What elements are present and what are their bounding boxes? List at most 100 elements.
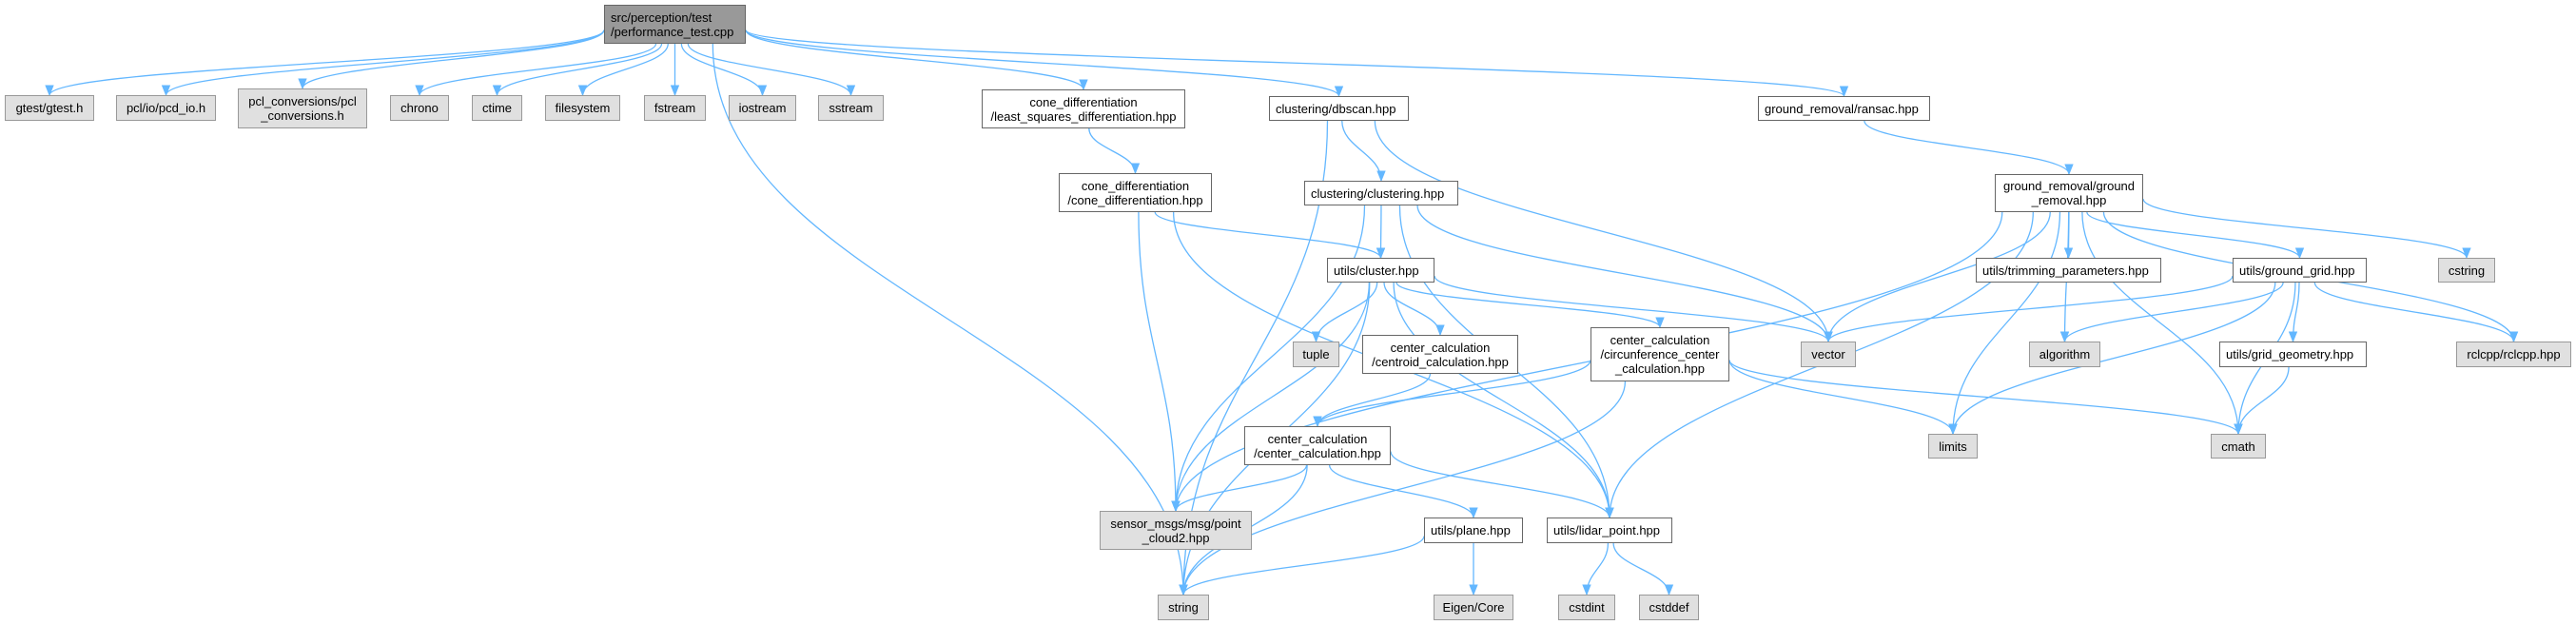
edge-clustering-to-sensor xyxy=(1171,205,1366,513)
node-label: sensor_msgs/msg/point _cloud2.hpp xyxy=(1110,516,1241,545)
edge-main-to-pcdio xyxy=(161,29,605,97)
edge-main-to-lsq xyxy=(745,29,1088,91)
node-pclconv[interactable]: pcl_conversions/pcl _conversions.h xyxy=(238,88,367,128)
node-cstring[interactable]: cstring xyxy=(2438,258,2495,283)
node-centroid[interactable]: center_calculation /centroid_calculation… xyxy=(1362,335,1518,374)
node-ctime[interactable]: ctime xyxy=(472,95,522,121)
node-label: cone_differentiation /least_squares_diff… xyxy=(990,94,1177,124)
edge-groundgrid-to-algorithm xyxy=(2059,282,2284,343)
edge-cluster-to-centroid xyxy=(1383,282,1445,337)
node-label: center_calculation /centroid_calculation… xyxy=(1372,340,1509,369)
edge-clustering-to-vector xyxy=(1416,205,1833,343)
node-pcdio[interactable]: pcl/io/pcd_io.h xyxy=(116,95,216,121)
edge-centercalc-to-plane xyxy=(1328,464,1478,519)
node-label: clustering/dbscan.hpp xyxy=(1276,101,1396,116)
node-label: utils/cluster.hpp xyxy=(1334,263,1419,278)
node-dbscan[interactable]: clustering/dbscan.hpp xyxy=(1269,96,1409,121)
edge-lidar-to-cstdint xyxy=(1582,542,1610,596)
node-label: pcl_conversions/pcl _conversions.h xyxy=(248,94,357,123)
edge-groundgrid-to-limits xyxy=(1948,282,2276,436)
edge-cluster-to-vector xyxy=(1434,275,1833,343)
edge-groundgrid-to-vector xyxy=(1824,275,2234,343)
node-fstream[interactable]: fstream xyxy=(644,95,706,121)
edge-dbscan-to-vector xyxy=(1374,120,1833,343)
node-main[interactable]: src/perception/test /performance_test.cp… xyxy=(604,5,746,44)
node-label: chrono xyxy=(400,101,439,115)
node-label: cone_differentiation /cone_differentiati… xyxy=(1067,178,1203,207)
node-label: sstream xyxy=(829,101,873,115)
node-gridgeom[interactable]: utils/grid_geometry.hpp xyxy=(2219,342,2367,367)
node-label: vector xyxy=(1811,347,1845,361)
node-label: utils/trimming_parameters.hpp xyxy=(1982,263,2149,278)
node-eigen[interactable]: Eigen/Core xyxy=(1434,595,1513,620)
node-string[interactable]: string xyxy=(1158,595,1209,620)
edge-main-to-filesystem xyxy=(577,43,669,97)
node-conediff[interactable]: cone_differentiation /cone_differentiati… xyxy=(1059,173,1212,212)
node-iostream[interactable]: iostream xyxy=(729,95,796,121)
edge-groundrem-to-sensor xyxy=(1171,211,2003,513)
edge-groundrem-to-limits xyxy=(1948,211,2061,436)
node-clustering[interactable]: clustering/clustering.hpp xyxy=(1304,181,1458,205)
node-label: filesystem xyxy=(555,101,611,115)
edge-centercalc-to-lidar xyxy=(1390,451,1614,519)
edge-main-to-sstream xyxy=(687,43,856,97)
node-label: utils/grid_geometry.hpp xyxy=(2226,347,2354,361)
node-cmath[interactable]: cmath xyxy=(2211,434,2266,459)
node-algorithm[interactable]: algorithm xyxy=(2029,342,2100,367)
node-gtest[interactable]: gtest/gtest.h xyxy=(5,95,94,121)
edge-cluster-to-circum xyxy=(1395,282,1665,329)
edge-gridgeom-to-cmath xyxy=(2234,366,2290,436)
edge-cluster-to-sensor xyxy=(1171,282,1370,513)
edge-main-to-pclconv xyxy=(298,29,605,90)
node-label: utils/plane.hpp xyxy=(1431,523,1511,537)
node-filesystem[interactable]: filesystem xyxy=(545,95,620,121)
node-centercalc[interactable]: center_calculation /center_calculation.h… xyxy=(1244,426,1391,465)
node-plane[interactable]: utils/plane.hpp xyxy=(1424,518,1523,543)
node-label: utils/lidar_point.hpp xyxy=(1553,523,1661,537)
node-label: cstring xyxy=(2448,263,2486,278)
edge-conediff-to-cluster xyxy=(1154,211,1386,260)
node-label: rclcpp/rclcpp.hpp xyxy=(2467,347,2561,361)
edge-lidar-to-cstddef xyxy=(1612,542,1674,596)
node-label: tuple xyxy=(1302,347,1330,361)
node-ransac[interactable]: ground_removal/ransac.hpp xyxy=(1758,96,1930,121)
node-label: center_calculation /circunference_center… xyxy=(1600,333,1720,376)
node-cstddef[interactable]: cstddef xyxy=(1639,595,1699,620)
node-label: utils/ground_grid.hpp xyxy=(2239,263,2355,278)
node-label: ground_removal/ransac.hpp xyxy=(1765,101,1919,116)
node-cluster[interactable]: utils/cluster.hpp xyxy=(1327,258,1434,283)
edge-main-to-chrono xyxy=(415,43,657,97)
node-label: src/perception/test /performance_test.cp… xyxy=(611,10,734,39)
edge-circum-to-limits xyxy=(1728,360,1958,436)
node-trimming[interactable]: utils/trimming_parameters.hpp xyxy=(1976,258,2161,283)
node-limits[interactable]: limits xyxy=(1928,434,1978,459)
node-label: ctime xyxy=(481,101,513,115)
edge-main-to-gtest xyxy=(45,29,605,97)
node-label: cstddef xyxy=(1649,600,1689,615)
edge-groundrem-to-vector xyxy=(1824,211,2051,343)
node-chrono[interactable]: chrono xyxy=(390,95,449,121)
edge-main-to-dbscan xyxy=(745,29,1343,98)
node-circum[interactable]: center_calculation /circunference_center… xyxy=(1590,327,1729,381)
node-lsq[interactable]: cone_differentiation /least_squares_diff… xyxy=(982,89,1185,128)
node-sstream[interactable]: sstream xyxy=(818,95,884,121)
node-groundrem[interactable]: ground_removal/ground _removal.hpp xyxy=(1995,174,2143,212)
node-sensor[interactable]: sensor_msgs/msg/point _cloud2.hpp xyxy=(1100,511,1252,550)
node-label: limits xyxy=(1939,439,1967,454)
node-vector[interactable]: vector xyxy=(1801,342,1856,367)
node-label: string xyxy=(1168,600,1199,615)
node-lidar[interactable]: utils/lidar_point.hpp xyxy=(1547,518,1672,543)
edge-cluster-to-lidar xyxy=(1393,282,1614,519)
edge-lsq-to-conediff xyxy=(1088,127,1141,175)
node-rclcpp[interactable]: rclcpp/rclcpp.hpp xyxy=(2456,342,2571,367)
edge-centercalc-to-sensor xyxy=(1171,464,1308,513)
edge-main-to-string xyxy=(712,43,1188,596)
edge-groundgrid-to-gridgeom xyxy=(2288,282,2300,343)
node-cstdint[interactable]: cstdint xyxy=(1558,595,1615,620)
node-tuple[interactable]: tuple xyxy=(1293,342,1339,367)
node-groundgrid[interactable]: utils/ground_grid.hpp xyxy=(2233,258,2367,283)
node-label: cstdint xyxy=(1569,600,1605,615)
edge-groundrem-to-cstring xyxy=(2142,198,2471,260)
